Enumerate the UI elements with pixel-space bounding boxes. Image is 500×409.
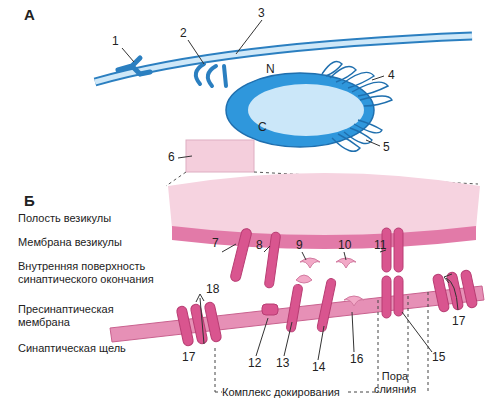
callout-number: 7 <box>212 236 219 250</box>
callout-number: 2 <box>180 26 187 40</box>
callout-number: 17 <box>452 314 465 328</box>
callout-number: 11 <box>374 238 386 252</box>
arrow-head <box>444 274 452 283</box>
leader-lines <box>222 244 432 360</box>
arrow-head <box>196 294 204 302</box>
leader-lines <box>122 20 384 158</box>
callout-number: 14 <box>312 360 325 374</box>
callout-number: 13 <box>276 356 289 370</box>
callout-number: 12 <box>248 356 261 370</box>
protein-symbol <box>196 64 216 86</box>
layer-label: Мембрана везикулы <box>18 236 168 249</box>
layer-label: Полость везикулы <box>18 212 168 225</box>
terminal-letter: C <box>258 120 267 134</box>
panel-letter: А <box>24 6 35 23</box>
callout-number: 9 <box>296 238 303 252</box>
callout-number: 10 <box>338 238 351 252</box>
vesicle-lumen <box>168 173 480 237</box>
terminal-letter: N <box>266 62 275 76</box>
callout-number: 18 <box>206 282 219 296</box>
proteins <box>176 228 478 347</box>
flow-arrow <box>446 278 458 310</box>
layer-label: Пресинаптическая мембрана <box>18 303 138 329</box>
layer-label: Синаптическая щель <box>18 342 178 355</box>
callout-number: 6 <box>168 150 175 164</box>
protein-symbol <box>224 66 226 86</box>
callout-number: 4 <box>388 68 395 82</box>
bracket-label: Пора слияния <box>370 370 420 396</box>
vesicle-lumen <box>248 84 364 136</box>
layer-label: Внутренняя поверхность синаптического ок… <box>18 260 168 286</box>
vesicle <box>226 73 374 147</box>
protein-symbol <box>118 58 150 74</box>
callout-number: 17 <box>182 350 195 364</box>
soluble-proteins <box>296 258 364 306</box>
callout-number: 1 <box>112 34 119 48</box>
section-window <box>186 140 254 172</box>
callout-number: 15 <box>432 350 445 364</box>
callout-number: 16 <box>350 352 363 366</box>
callout-number: 8 <box>256 238 263 252</box>
callout-number: 3 <box>258 6 265 20</box>
flow-arrow <box>200 298 204 344</box>
vesicle-membrane <box>172 226 476 249</box>
callout-number: 5 <box>383 140 390 154</box>
bracket-label: Комплекс докирования <box>222 386 340 399</box>
protein-loops <box>322 62 392 152</box>
panel-letter: Б <box>24 192 35 209</box>
